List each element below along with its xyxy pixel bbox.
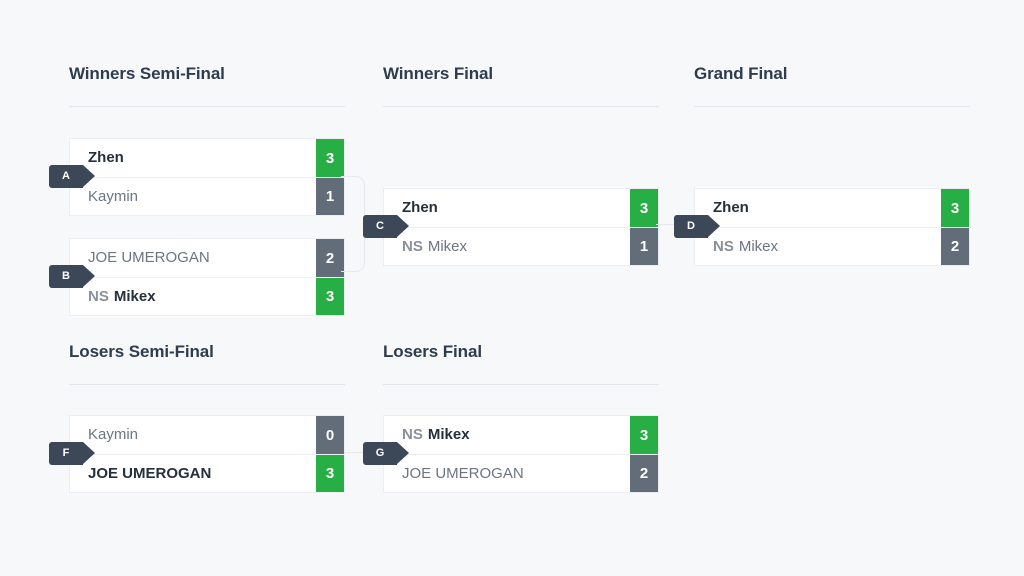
match-row[interactable]: Kaymin 1	[70, 177, 344, 215]
round-header-winners-final: Winners Final	[383, 63, 659, 107]
competitor-label: Mikex	[427, 426, 470, 443]
match-card-a[interactable]: Zhen 3 Kaymin 1	[69, 138, 345, 216]
match-badge-g[interactable]: G	[363, 442, 409, 465]
score-value: 3	[630, 416, 658, 454]
match-badge-b[interactable]: B	[49, 265, 95, 288]
match-row[interactable]: Zhen 3	[384, 189, 658, 227]
round-divider	[383, 106, 659, 107]
team-tag: NS	[713, 237, 734, 255]
match-row[interactable]: JOE UMEROGAN 2	[70, 239, 344, 277]
score-value: 3	[630, 189, 658, 227]
competitor-name: Kaymin	[88, 187, 139, 205]
match-badge-d[interactable]: D	[674, 215, 720, 238]
competitor-label: Mikex	[113, 287, 156, 305]
score-value: 3	[316, 278, 344, 315]
round-divider	[694, 106, 970, 107]
score-value: 1	[316, 178, 344, 215]
competitor-name: Zhen	[402, 199, 438, 216]
round-header-grand-final: Grand Final	[694, 63, 970, 107]
connector-semifinals-to-winners-final	[341, 176, 365, 272]
round-divider	[383, 384, 659, 385]
match-badge-letter: D	[687, 220, 695, 232]
match-badge-c[interactable]: C	[363, 215, 409, 238]
match-badge-letter: C	[376, 220, 384, 232]
round-title: Grand Final	[694, 64, 788, 83]
competitor-name: JOE UMEROGAN	[70, 249, 316, 267]
score-value: 0	[316, 416, 344, 454]
competitor-name: Zhen	[713, 199, 749, 216]
match-badge-a[interactable]: A	[49, 165, 95, 188]
competitor-label: JOE UMEROGAN	[88, 249, 210, 266]
round-divider	[69, 106, 345, 107]
round-title: Losers Semi-Final	[69, 342, 214, 361]
match-row[interactable]: Zhen 3	[695, 189, 969, 227]
match-card-f[interactable]: Kaymin 0 JOE UMEROGAN 3	[69, 415, 345, 493]
competitor-name: Zhen	[88, 149, 124, 166]
round-title: Losers Final	[383, 342, 482, 361]
score-value: 2	[630, 455, 658, 492]
round-header-losers-final: Losers Final	[383, 341, 659, 385]
round-header-winners-semi-final: Winners Semi-Final	[69, 63, 345, 107]
score-value: 3	[316, 455, 344, 492]
competitor-name: Kaymin	[88, 426, 139, 443]
score-value: 1	[630, 228, 658, 265]
competitor-label: Mikex	[427, 237, 468, 255]
competitor-name: JOE UMEROGAN	[88, 464, 212, 482]
match-row[interactable]: Kaymin 0	[70, 416, 344, 454]
match-badge-letter: A	[62, 170, 70, 182]
competitor-name: JOE UMEROGAN	[402, 464, 524, 482]
match-badge-letter: G	[375, 447, 385, 459]
round-header-losers-semi-final: Losers Semi-Final	[69, 341, 345, 385]
score-value: 2	[316, 239, 344, 277]
score-value: 2	[941, 228, 969, 265]
match-row[interactable]: JOE UMEROGAN 3	[70, 454, 344, 492]
score-value: 3	[316, 139, 344, 177]
competitor-label: Mikex	[738, 237, 779, 255]
match-badge-letter: F	[62, 447, 70, 459]
round-divider	[69, 384, 345, 385]
team-tag: NS	[402, 426, 423, 443]
match-badge-f[interactable]: F	[49, 442, 95, 465]
round-title: Winners Semi-Final	[69, 64, 225, 83]
team-tag: NS	[88, 287, 109, 305]
round-title: Winners Final	[383, 64, 494, 83]
match-row[interactable]: JOE UMEROGAN 2	[384, 454, 658, 492]
team-tag: NS	[402, 237, 423, 255]
match-row[interactable]: Zhen 3	[70, 139, 344, 177]
match-badge-letter: B	[62, 270, 70, 282]
score-value: 3	[941, 189, 969, 227]
